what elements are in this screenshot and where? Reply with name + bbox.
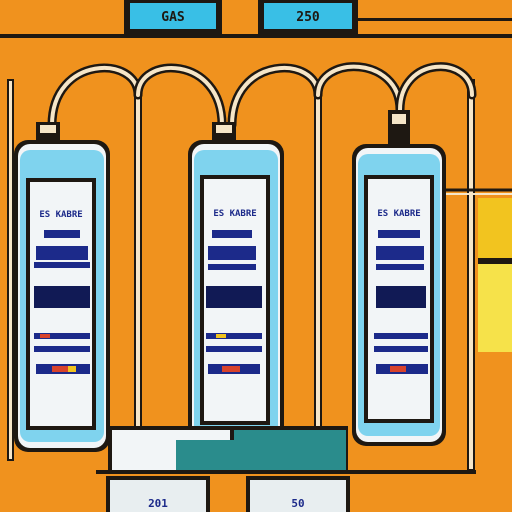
- top-display-gas-label: GAS: [161, 10, 185, 25]
- cylinder-3-label: ES KABRE: [377, 209, 420, 219]
- cylinder-1: ES KABRE: [14, 122, 110, 452]
- top-rail: [0, 34, 512, 38]
- bottom-unit-50-label: 50: [291, 497, 304, 510]
- cylinder-2-label: ES KABRE: [213, 209, 256, 219]
- top-display-250: 250: [258, 0, 358, 34]
- cylinder-3: ES KABRE: [352, 110, 446, 446]
- cylinder-2: ES KABRE: [188, 122, 284, 446]
- top-display-gas: GAS: [124, 0, 222, 34]
- side-gauge-panel: [438, 188, 512, 352]
- bottom-unit-50: 50: [246, 476, 350, 512]
- base-platform: [96, 426, 476, 474]
- bottom-unit-201-label: 201: [148, 497, 168, 510]
- top-display-250-label: 250: [296, 10, 320, 25]
- top-right-line: [355, 18, 512, 21]
- cylinder-1-label: ES KABRE: [39, 210, 82, 220]
- bottom-unit-201: 201: [106, 476, 210, 512]
- pipes: [47, 62, 477, 130]
